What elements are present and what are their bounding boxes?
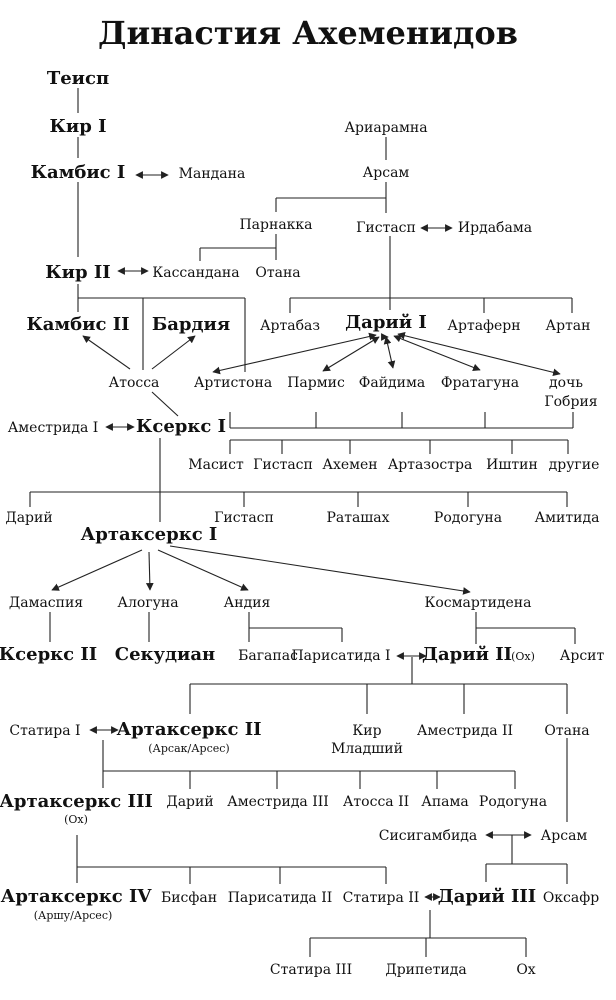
person-kir2: Кир II [45,262,110,283]
person-dariy-son2: Дарий [166,794,213,810]
person-parnakka: Парнакка [239,217,312,233]
person-ahemen: Ахемен [322,457,377,473]
person-artazostra: Артазостра [388,457,473,473]
person-irdabama: Ирдабама [458,220,532,236]
person-statira2: Статира II [343,890,420,906]
person-gistasp2: Гистасп [253,457,313,473]
person-bisfan: Бисфан [161,890,217,906]
person-artakserks3-note: (Ох) [64,813,88,826]
person-otana2: Отана [544,723,589,739]
person-bardiya: Бардия [152,314,230,335]
arrows [51,171,561,901]
person-ratashah: Раташах [326,510,389,526]
person-labels: Теисп Кир I Камбис I Мандана Кир II Касс… [0,68,604,978]
person-arsit: Арсит [560,648,605,664]
person-aloguna: Алогуна [117,595,178,611]
person-kserks1: Ксеркс I [136,416,226,437]
person-faydima: Файдима [359,375,426,391]
person-artan: Артан [546,318,591,334]
person-otana1: Отана [255,265,300,281]
person-artakserks4: Артаксеркс IV [1,886,153,907]
person-oksafr: Оксафр [543,890,599,906]
person-rodoguna1: Родогуна [434,510,502,526]
person-mladshiy: Младший [331,741,403,757]
person-artakserks2: Артаксеркс II [116,719,261,740]
person-kosmartidena: Космартидена [425,595,532,611]
person-dariy-son: Дарий [5,510,52,526]
person-dariy3: Дарий III [438,886,536,907]
person-gistasp3: Гистасп [214,510,274,526]
person-kserks2: Ксеркс II [0,644,97,665]
person-sisigambida: Сисигамбида [379,828,478,844]
person-dariy2: Дарий II [422,644,512,665]
person-amestrida3: Аместрида III [227,794,329,810]
person-amitida: Амитида [535,510,600,526]
person-bagapas: Багапас [238,648,298,664]
person-artakserks2-note: (Арсак/Арсес) [148,742,229,755]
person-mandana: Мандана [179,166,246,182]
page-title: Династия Ахеменидов [98,14,518,52]
person-dariy1: Дарий I [345,312,427,333]
person-ariaramna: Ариарамна [344,120,427,136]
person-ishtin: Иштин [486,457,538,473]
person-kir1: Кир I [50,116,107,137]
person-doch: дочь [549,375,583,391]
person-kambis2: Камбис II [26,314,129,335]
person-parisatida2: Парисатида II [228,890,333,906]
person-sekudian: Секудиан [115,644,216,665]
person-dripetida: Дрипетида [385,962,466,978]
person-rodoguna2: Родогуна [479,794,547,810]
person-atossa1: Атосса [109,375,160,391]
person-artabaz: Артабаз [260,318,320,334]
person-artakserks3: Артаксеркс III [0,791,153,812]
person-parmis: Пармис [287,375,345,391]
person-atossa2: Атосса II [343,794,409,810]
person-gistasp1: Гистасп [356,220,416,236]
person-statira1: Статира I [9,723,80,739]
person-damaspiya: Дамаспия [9,595,83,611]
person-amestrida1: Аместрида I [8,420,99,436]
person-artakserks4-note: (Аршу/Арсес) [34,909,113,922]
person-artafern: Артаферн [447,318,520,334]
person-statira3: Статира III [270,962,352,978]
person-teisp: Теисп [47,68,109,89]
person-arsam1: Арсам [363,165,410,181]
person-kir: Кир [352,723,381,739]
person-kassandana: Кассандана [152,265,239,281]
person-parisatida1: Парисатида I [291,648,390,664]
person-masist: Масист [188,457,244,473]
person-drugie: другие [549,457,600,473]
connector-lines [29,88,576,957]
person-artistona: Артистона [194,375,272,391]
person-amestrida2: Аместрида II [417,723,513,739]
person-oh: Ох [516,962,535,978]
person-andiya: Андия [224,595,271,611]
person-artakserks1: Артаксеркс I [81,524,218,545]
person-arsam2: Арсам [541,828,588,844]
person-gobriya: Гобрия [544,394,597,410]
person-kambis1: Камбис I [31,162,126,183]
person-dariy2-note: (Ох) [511,650,535,663]
person-apama: Апама [421,794,469,810]
person-frataguna: Фратагуна [441,375,519,391]
